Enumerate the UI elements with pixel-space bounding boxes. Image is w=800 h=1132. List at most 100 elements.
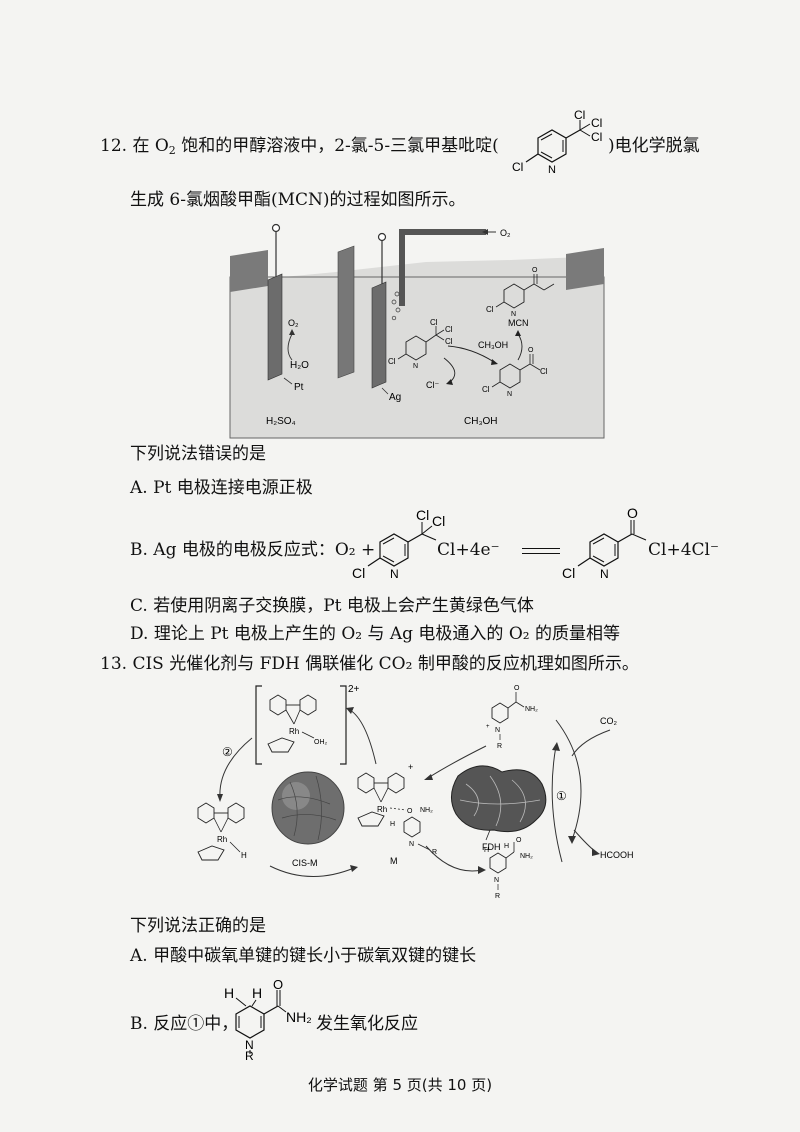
mcn-label: MCN [508, 318, 529, 328]
svg-text:O: O [516, 837, 522, 844]
svg-text:NH₂: NH₂ [520, 853, 533, 860]
methanol-arrow-label: CH₃OH [478, 340, 508, 350]
aqua-label: OH₂ [314, 739, 328, 746]
cl-label: Cl [574, 110, 585, 122]
cis-m-label: CIS-M [292, 858, 318, 868]
svg-text:O: O [532, 267, 538, 274]
q12-option-b-middle: Cl+4e⁻ [437, 540, 500, 560]
svg-text:Cl: Cl [388, 357, 396, 366]
methanol-label: CH₃OH [464, 416, 498, 427]
pt-terminal [271, 223, 281, 233]
q13-option-b-suffix: 发生氧化反应 [316, 1014, 418, 1034]
svg-text:O: O [273, 978, 283, 992]
svg-text:O: O [528, 347, 534, 354]
q12-option-b-suffix: Cl+4Cl⁻ [648, 540, 719, 560]
q12-stem-line1: 12. 在 O2 饱和的甲醇溶液中，2-氯-5-三氯甲基吡啶( [100, 136, 499, 157]
svg-text:Cl: Cl [482, 385, 490, 394]
question-number: 12. [100, 136, 128, 156]
membrane [337, 245, 355, 379]
svg-text:H: H [484, 847, 489, 854]
step-2-label: ② [222, 745, 233, 759]
svg-text:O: O [627, 506, 638, 521]
svg-text:N: N [507, 391, 512, 398]
q12-option-d: D. 理论上 Pt 电极上产生的 O₂ 与 Ag 电极通入的 O₂ 的质量相等 [130, 624, 620, 644]
svg-text:H: H [241, 851, 247, 860]
svg-text:H: H [224, 985, 234, 1001]
reactant-structure-b: Cl Cl Cl N [352, 507, 445, 581]
cl-label: Cl [512, 160, 523, 174]
svg-text:R: R [432, 849, 437, 856]
rh-label: Rh [289, 727, 299, 736]
q13-stem: 13. CIS 光催化剂与 FDH 偶联催化 CO₂ 制甲酸的反应机理如图所示。 [100, 654, 639, 674]
q12-option-a: A. Pt 电极连接电源正极 [130, 478, 313, 498]
trichloromethylpyridine-structure: Cl Cl Cl Cl N [512, 110, 602, 176]
h2o-label: H₂O [290, 360, 309, 371]
product-structure-b: O Cl N [562, 506, 647, 581]
cl-label: Cl [591, 116, 602, 130]
svg-text:O: O [514, 685, 520, 692]
q13-ask: 下列说法正确的是 [130, 916, 266, 936]
o2-inlet-label: O₂ [500, 228, 511, 238]
svg-text:N: N [245, 1038, 254, 1052]
svg-text:R: R [497, 743, 502, 750]
svg-text:NH₂: NH₂ [420, 807, 433, 814]
svg-text:N: N [413, 363, 418, 370]
svg-text:N: N [600, 567, 609, 581]
svg-text:+: + [486, 724, 490, 730]
ag-terminal [377, 232, 387, 242]
cl-label: Cl [591, 130, 602, 144]
svg-text:Cl: Cl [540, 367, 548, 376]
left-wall [230, 250, 268, 292]
svg-text:N: N [409, 841, 414, 848]
fdh-label: FDH [482, 842, 501, 852]
svg-text:NH₂: NH₂ [286, 1009, 312, 1025]
svg-text:Rh: Rh [377, 805, 387, 814]
fdh-enzyme [451, 765, 547, 833]
svg-text:N: N [495, 727, 500, 734]
svg-text:Cl: Cl [445, 337, 453, 346]
ag-electrode [371, 281, 387, 389]
q12-option-c: C. 若使用阴离子交换膜，Pt 电极上会产生黄绿色气体 [130, 596, 534, 616]
pt-electrode [267, 273, 283, 381]
page-footer: 化学试题 第 5 页(共 10 页) [307, 1076, 493, 1094]
right-wall [566, 248, 604, 290]
q12-option-b-prefix: B. Ag 电极的电极反应式：O₂ + [130, 540, 376, 560]
svg-text:Cl: Cl [352, 565, 365, 581]
step-1-label: ① [556, 789, 567, 803]
svg-text:N: N [511, 311, 516, 318]
svg-text:NH₂: NH₂ [525, 706, 538, 713]
svg-text:Cl: Cl [562, 565, 575, 581]
svg-text:+: + [408, 762, 413, 772]
svg-text:R: R [495, 893, 500, 900]
pt-label: Pt [294, 382, 304, 393]
equals-sign [522, 548, 560, 554]
svg-text:N: N [494, 877, 499, 884]
svg-text:R: R [245, 1049, 254, 1060]
m-label: M [390, 856, 398, 866]
q12-ask: 下列说法错误的是 [130, 444, 266, 464]
svg-text:Cl: Cl [486, 305, 494, 314]
electrolysis-cell-figure: O₂ O₂ H₂O Pt H₂SO₄ Ag Cl Cl Cl Cl N Cl⁻ … [229, 223, 605, 439]
o2-product-label: O₂ [288, 318, 299, 328]
svg-text:Cl: Cl [430, 318, 438, 327]
h2so4-label: H₂SO₄ [266, 416, 296, 427]
formic-acid-label: HCOOH [600, 850, 634, 860]
q12-stem-line2: 生成 6-氯烟酸甲酯(MCN)的过程如图所示。 [130, 190, 466, 210]
svg-text:Cl: Cl [445, 325, 453, 334]
svg-text:Rh: Rh [217, 835, 227, 844]
co2-label: CO₂ [600, 716, 618, 726]
ag-label: Ag [389, 392, 401, 403]
n-label: N [548, 164, 556, 176]
q13-option-b-prefix: B. 反应①中， [130, 1014, 239, 1034]
svg-text:N: N [390, 567, 399, 581]
charge-2plus: 2+ [348, 684, 360, 695]
q12-stem-line1-end: )电化学脱氯 [608, 136, 700, 156]
svg-text:H: H [252, 985, 262, 1001]
svg-text:H: H [390, 821, 395, 828]
svg-text:H: H [504, 843, 509, 850]
cis-nanosphere [271, 771, 345, 845]
svg-text:O: O [407, 808, 413, 815]
q13-option-a: A. 甲酸中碳氧单键的键长小于碳氧双键的键长 [130, 946, 477, 966]
svg-text:Cl: Cl [432, 513, 445, 529]
photocatalysis-mechanism-figure: 2+ Rh OH₂ ② Rh H CIS-M + Rh O NH₂ H N R … [197, 684, 634, 900]
